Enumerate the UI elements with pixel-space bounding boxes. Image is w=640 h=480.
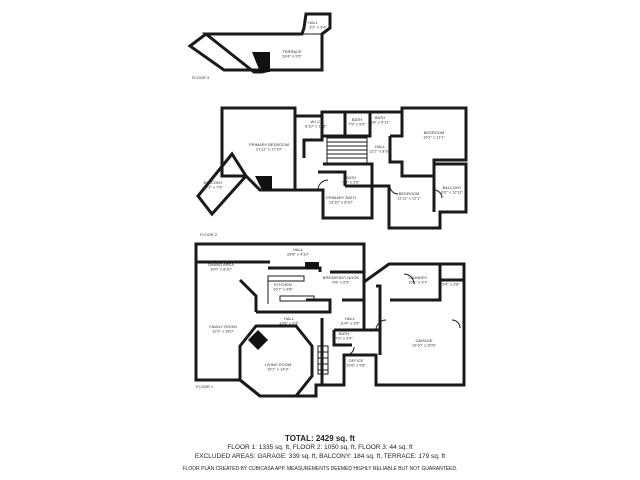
room-dims: 6'0" x 12'11" (441, 190, 463, 195)
room-name: KITCHEN (274, 282, 292, 287)
room-name: FAMILY ROOM (209, 324, 236, 329)
kitchen-island (279, 295, 315, 302)
room-name: HALL (293, 247, 304, 252)
disclaimer: FLOOR PLAN CREATED BY CUBICASA APP. MEAS… (182, 466, 458, 472)
area-summary: TOTAL: 2429 sq. ft FLOOR 1: 1335 sq. ft,… (0, 434, 640, 474)
room-dims: 28'4" x 9'5" (282, 54, 302, 59)
room-name: HALL (375, 144, 386, 149)
room-dims: 19'8" x 9'3" (279, 321, 299, 326)
room-name: OFFICE (349, 358, 364, 363)
room-dims: 5'8" x 5'11" (370, 120, 390, 125)
floor-label: FLOOR 2 (200, 232, 218, 237)
room-name: BATH (346, 175, 356, 180)
room-dims: 19'10" x 20'8" (412, 343, 437, 348)
room-name: GARAGE (415, 338, 432, 343)
room-name: BALCONY (203, 180, 222, 185)
room-dims: 7'5" x 5'0" (348, 122, 366, 127)
room-dims: 13'10" x 8'10" (329, 200, 354, 205)
room-dims: 8'10" x 11'5" (305, 124, 327, 129)
room-name: BATH (339, 331, 349, 336)
room-name: BATH (375, 115, 385, 120)
total-area: TOTAL: 2429 sq. ft (285, 434, 355, 443)
room-name: PRIMARY BATH (326, 195, 356, 200)
floor-label: FLOOR 3 (192, 75, 210, 80)
floor-3-plan: HALL 3'2" x 3'4" TERRACE 28'4" x 9'5" FL… (187, 12, 332, 80)
fireplace (255, 176, 272, 190)
floor-2-plan: W.I.C. 8'10" x 11'5" BATH 7'5" x 5'0" BA… (196, 106, 468, 237)
room-dims: 21'11" x 17'10" (256, 147, 283, 152)
room-dims: 5'4" x 2'5" (342, 180, 360, 185)
room-name: BEDROOM (424, 130, 445, 135)
room-dims: 15'1" x 14'3" (267, 367, 290, 372)
stairs (317, 345, 329, 375)
excluded-areas-line: EXCLUDED AREAS: GARAGE: 339 sq. ft, BALC… (194, 453, 446, 460)
room-dims: 10'4" x 3'8" (340, 321, 360, 326)
room-dims: 3'2" x 3'4" (309, 25, 327, 30)
room-name: LAUNDRY (408, 275, 427, 280)
stair-fill (252, 52, 270, 72)
room-dims: 10'1" x 9'7" (408, 280, 428, 285)
room-name: LIVING ROOM (265, 362, 292, 367)
room-dims: 7'0" x 3'4" (335, 336, 353, 341)
room-name: TERRACE (282, 49, 301, 54)
room-dims: 9'8" x 6'5" (332, 280, 350, 285)
room-dims: 28'8" x 4'10" (287, 252, 310, 257)
refrigerator (305, 262, 319, 269)
fireplace (248, 330, 268, 350)
room-name: BEDROOM (399, 191, 420, 196)
room-dims: 16'1" x 11'1" (423, 135, 445, 140)
room-name: BATH (352, 117, 362, 122)
room-name: HALL (284, 316, 295, 321)
room-dims: 12'3" x 18'0" (212, 329, 235, 334)
room-dims: 11'11" x 12'1" (397, 196, 421, 201)
room-dims: 16'7" x 8'8" (273, 287, 293, 292)
room-dims: 18'1" x 7'9" (203, 185, 223, 190)
floor-1-plan: HALL 28'8" x 4'10" DINING AREA 10'0" x 8… (194, 242, 466, 398)
floor-label: FLOOR 1 (196, 384, 214, 389)
room-dims: 5'4" x 2'8" (442, 282, 460, 287)
room-name: BREAKFAST NOOK (323, 275, 360, 280)
kitchen-counter (267, 275, 305, 282)
room-name: PRIMARY BEDROOM (249, 142, 289, 147)
room-dims: 10'8" x 9'8" (346, 363, 366, 368)
room-name: BALCONY (442, 185, 461, 190)
room-name: HALL (308, 20, 319, 25)
room-name: ROOM (445, 277, 457, 282)
room-dims: 10'0" x 8'10" (210, 267, 233, 272)
room-name: W.I.C. (311, 119, 322, 124)
room-dims: 12'2" x 8'10" (369, 149, 392, 154)
floors-area-line: FLOOR 1: 1335 sq. ft, FLOOR 2: 1050 sq. … (227, 444, 413, 451)
stairs (326, 137, 368, 165)
room-name: DINING AREA (208, 262, 234, 267)
room-name: HALL (345, 316, 356, 321)
